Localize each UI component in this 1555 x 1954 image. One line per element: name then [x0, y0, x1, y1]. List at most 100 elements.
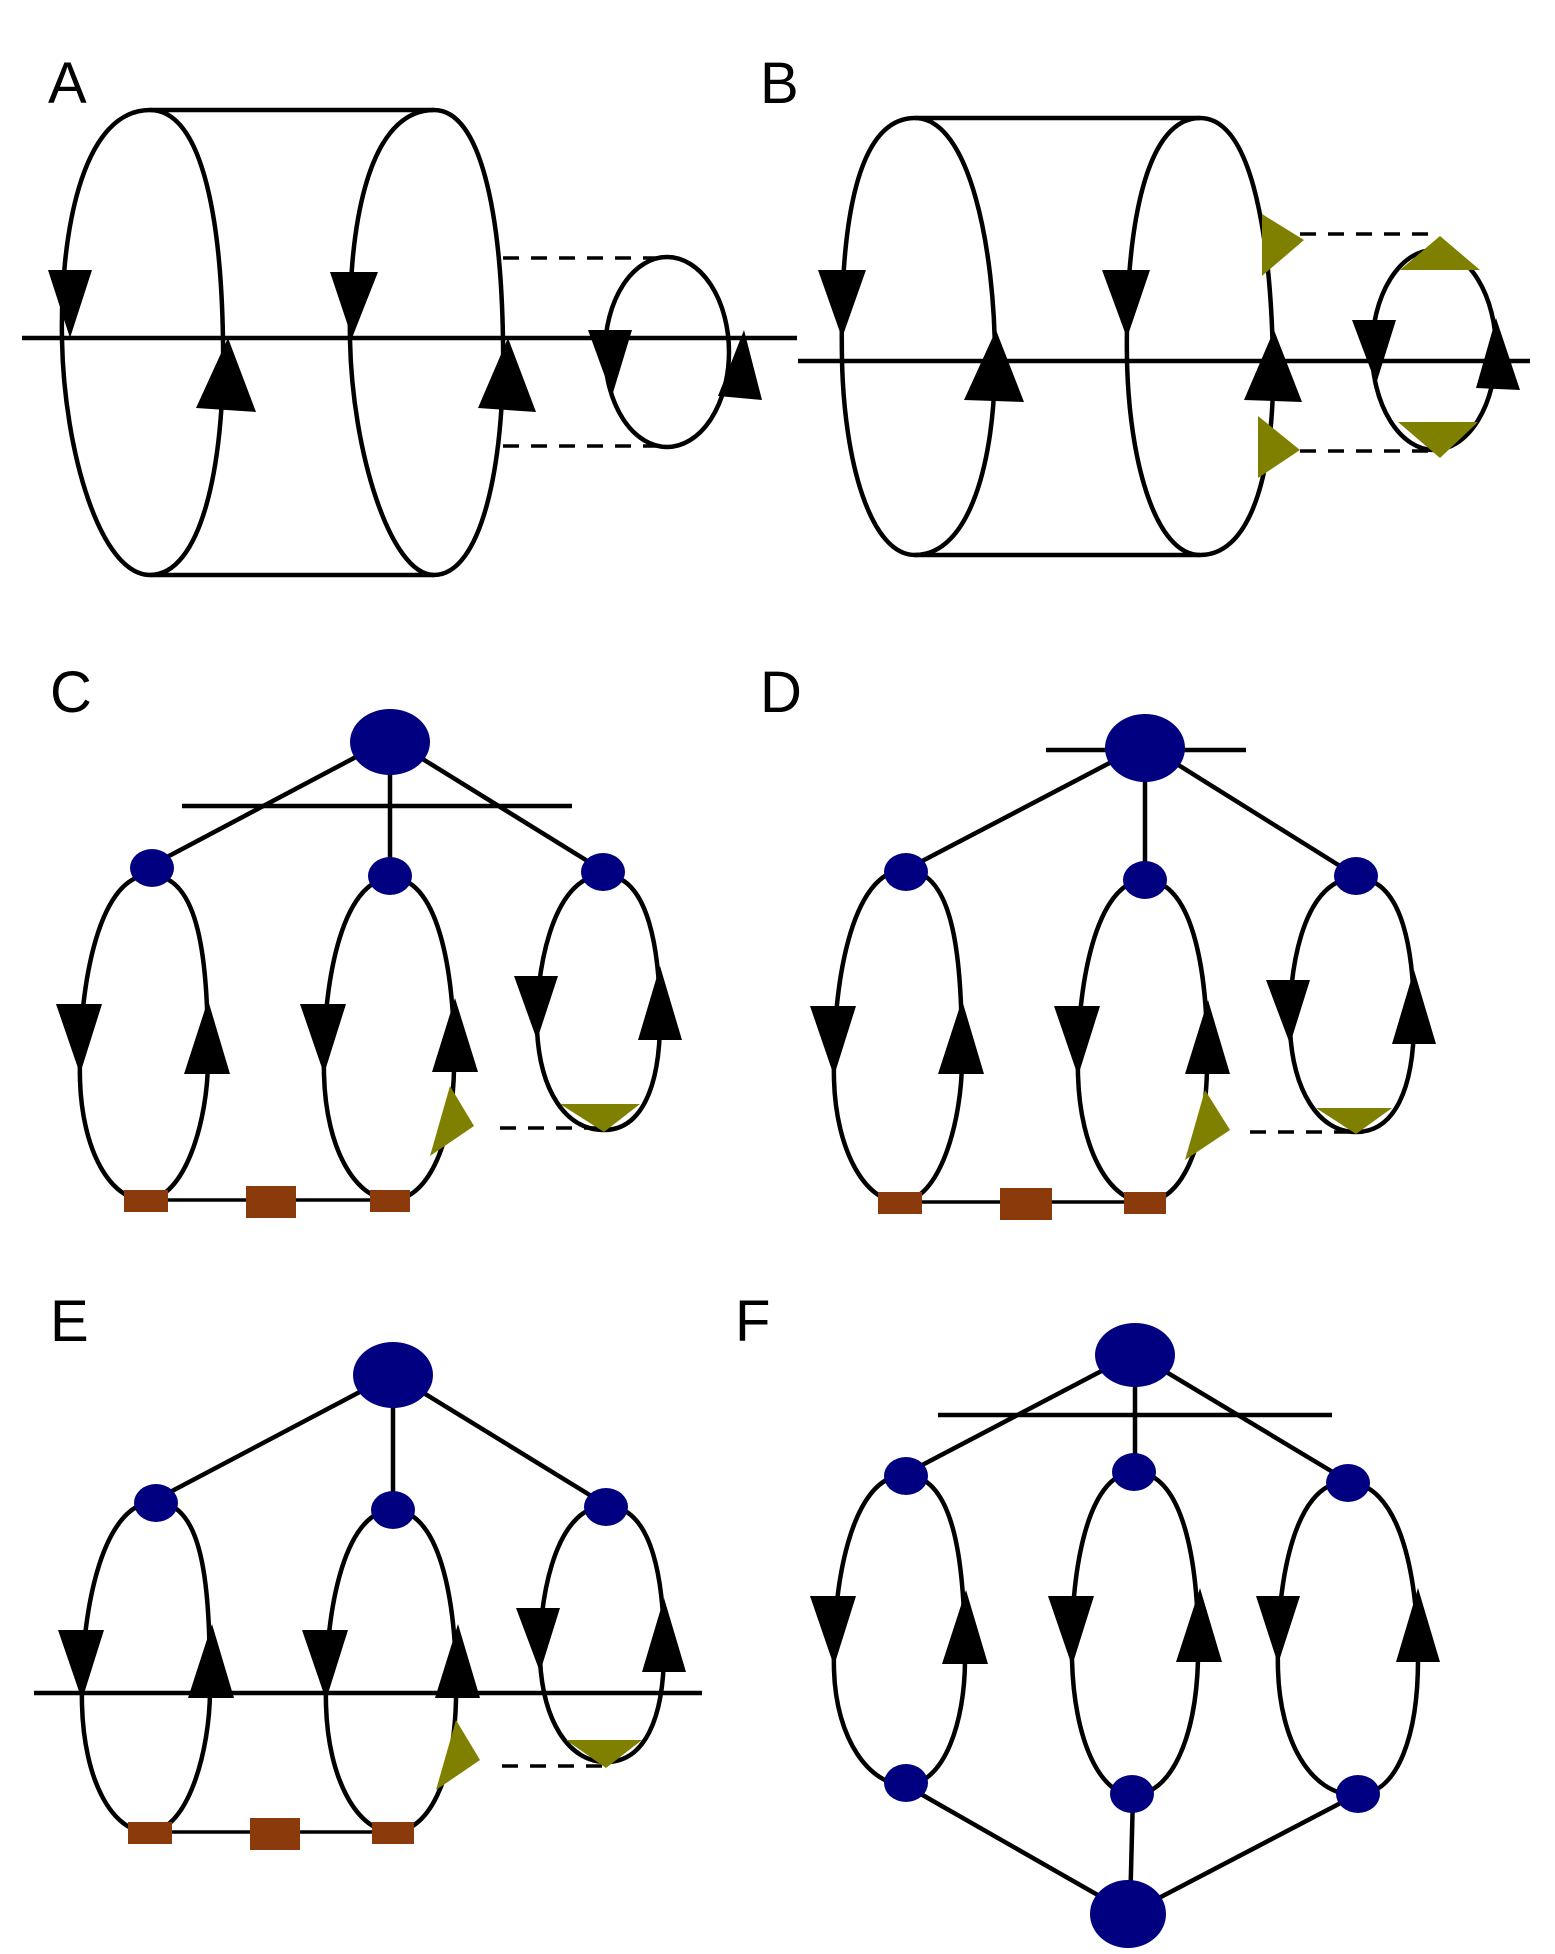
- edge: [1136, 1353, 1348, 1482]
- arrowhead-down-icon: [56, 1004, 102, 1074]
- edge: [1146, 744, 1358, 878]
- large-vertex-icon: [353, 1342, 433, 1408]
- panel-e-label: E: [50, 1289, 89, 1354]
- arrowhead-up-icon: [1392, 970, 1436, 1044]
- loop: [534, 872, 663, 1133]
- rectangle-marker-icon: [124, 1190, 168, 1212]
- arrowhead-up-icon: [1176, 1588, 1222, 1662]
- triangle-marker-icon: [1398, 422, 1478, 458]
- triangle-marker-icon: [430, 1086, 474, 1156]
- arrowhead-down-icon: [810, 1006, 856, 1076]
- arrowhead-up-icon: [196, 338, 256, 412]
- triangle-marker-icon: [1258, 416, 1300, 478]
- arrowhead-up-icon: [942, 1590, 988, 1664]
- arrowhead-down-icon: [302, 1630, 348, 1700]
- arrowhead-up-icon: [1185, 1000, 1230, 1074]
- rectangle-marker-icon: [246, 1186, 296, 1218]
- arrowhead-down-icon: [1054, 1006, 1100, 1076]
- arrowhead-down-icon: [1256, 1596, 1300, 1664]
- arrowhead-up-icon: [642, 1598, 686, 1672]
- rectangle-marker-icon: [128, 1822, 172, 1844]
- panel-c: C: [50, 660, 682, 1218]
- arrowhead-down-icon: [330, 272, 378, 338]
- edge: [903, 744, 1144, 872]
- rectangle-marker-icon: [372, 1822, 414, 1844]
- loop: [1287, 875, 1417, 1135]
- triangle-marker-icon: [1400, 236, 1480, 270]
- arrowhead-up-icon: [964, 330, 1024, 402]
- arrowhead-up-icon: [435, 1624, 480, 1698]
- small-vertex-icon: [134, 1484, 178, 1522]
- arrowhead-down-icon: [300, 1004, 346, 1074]
- small-vertex-icon: [581, 853, 625, 891]
- triangle-marker-icon: [1262, 214, 1304, 276]
- loop: [79, 1499, 213, 1835]
- loop: [1275, 1479, 1421, 1798]
- loop: [77, 872, 211, 1203]
- triangle-marker-icon: [1316, 1108, 1392, 1134]
- loop: [1069, 1469, 1201, 1798]
- rectangle-marker-icon: [250, 1818, 300, 1850]
- small-vertex-icon: [368, 857, 412, 895]
- small-vertex-icon: [584, 1488, 628, 1526]
- panel-c-label: C: [50, 660, 92, 725]
- small-vertex-icon: [1112, 1453, 1156, 1491]
- edge: [1134, 1793, 1358, 1912]
- loop-right: [347, 107, 506, 578]
- small-vertex-icon: [130, 849, 174, 887]
- edge: [153, 1374, 392, 1502]
- panel-d-label: D: [760, 660, 802, 725]
- arrowhead-up-icon: [188, 1624, 234, 1698]
- loop-left: [839, 115, 998, 558]
- small-vertex-icon: [1336, 1775, 1380, 1813]
- arrowhead-down-icon: [514, 976, 558, 1040]
- arrowhead-down-icon: [588, 330, 632, 396]
- arrowhead-up-icon: [1476, 318, 1520, 390]
- panel-a-label: A: [48, 51, 87, 116]
- arrowhead-up-icon: [1244, 330, 1302, 402]
- arrowhead-up-icon: [478, 338, 536, 412]
- arrowhead-down-icon: [810, 1596, 856, 1666]
- arrowhead-down-icon: [1102, 270, 1150, 338]
- loop: [323, 1507, 459, 1835]
- arrowhead-up-icon: [432, 998, 478, 1072]
- triangle-marker-icon: [436, 1720, 480, 1790]
- small-vertex-icon: [371, 1491, 415, 1529]
- small-vertex-icon: [1326, 1464, 1370, 1502]
- large-vertex-icon: [1105, 714, 1185, 782]
- loop: [537, 1503, 667, 1765]
- rectangle-marker-icon: [1000, 1188, 1052, 1220]
- large-vertex-icon: [350, 709, 430, 775]
- panel-e: E: [34, 1289, 702, 1850]
- loop: [831, 867, 965, 1205]
- panel-f: F: [735, 1289, 1440, 1948]
- arrowhead-up-icon: [638, 966, 682, 1040]
- triangle-marker-icon: [1185, 1090, 1230, 1160]
- small-vertex-icon: [1123, 861, 1167, 899]
- panel-a: A: [22, 51, 797, 578]
- arrowhead-down-icon: [818, 270, 866, 338]
- large-vertex-icon: [1095, 1323, 1175, 1387]
- small-vertex-icon: [1334, 857, 1378, 895]
- small-vertex-icon: [1110, 1775, 1154, 1813]
- arrowhead-down-icon: [1352, 320, 1396, 384]
- triangle-marker-icon: [560, 1104, 640, 1132]
- edge: [150, 738, 390, 867]
- small-loop: [1369, 247, 1499, 453]
- panel-b-label: B: [760, 51, 799, 116]
- rectangle-marker-icon: [878, 1192, 922, 1214]
- loop-right: [1124, 115, 1276, 558]
- panel-d: D: [760, 660, 1436, 1220]
- rectangle-marker-icon: [370, 1190, 410, 1212]
- large-vertex-icon: [1090, 1880, 1166, 1948]
- arrowhead-up-icon: [718, 330, 762, 400]
- triangle-marker-icon: [566, 1740, 642, 1768]
- arrowhead-up-icon: [1396, 1588, 1440, 1662]
- arrowhead-up-icon: [938, 1000, 984, 1074]
- arrowhead-down-icon: [1266, 980, 1310, 1044]
- loop-left: [59, 107, 226, 578]
- small-vertex-icon: [884, 853, 928, 891]
- arrowhead-down-icon: [58, 1630, 104, 1700]
- edge: [903, 1783, 1126, 1912]
